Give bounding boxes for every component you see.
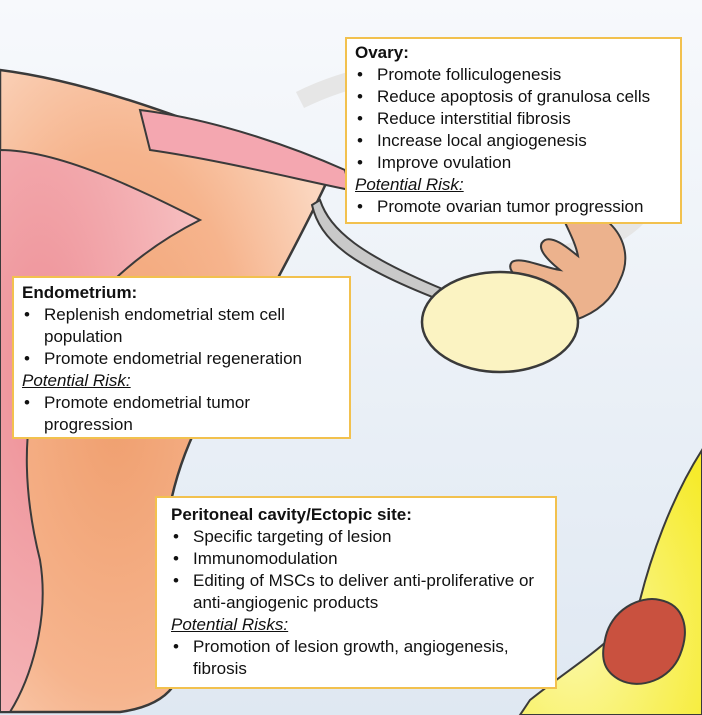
peritoneal-benefit-item: Editing of MSCs to deliver anti-prolifer… [171, 570, 541, 614]
ovary-risk-item: Promote ovarian tumor progression [355, 196, 672, 218]
ovary-benefit-item: Improve ovulation [355, 152, 672, 174]
peritoneal-risk-list: Promotion of lesion growth, angiogenesis… [171, 636, 541, 680]
endometrium-risk-list: Promote endometrial tumor progression [22, 392, 341, 436]
ovary-title: Ovary: [355, 43, 409, 62]
ovary [420, 270, 580, 374]
endometrium-benefit-item: Promote endometrial regeneration [22, 348, 341, 370]
ovary-risk-list: Promote ovarian tumor progression [355, 196, 672, 218]
ovary-risk-label: Potential Risk: [355, 175, 464, 194]
peritoneal-title: Peritoneal cavity/Ectopic site: [171, 505, 412, 524]
peritoneal-benefits-list: Specific targeting of lesion Immunomodul… [171, 526, 541, 614]
endometrium-title: Endometrium: [22, 283, 138, 302]
ovary-benefit-item: Reduce interstitial fibrosis [355, 108, 672, 130]
ectopic-lesion [602, 598, 686, 685]
peritoneal-risk-label: Potential Risks: [171, 615, 289, 634]
peritoneal-benefit-item: Specific targeting of lesion [171, 526, 541, 548]
endometrium-risk-item: Promote endometrial tumor progression [22, 392, 341, 436]
ovary-benefits-list: Promote folliculogenesis Reduce apoptosi… [355, 64, 672, 174]
endometrium-benefits-list: Replenish endometrial stem cell populati… [22, 304, 341, 370]
peritoneal-benefit-item: Immunomodulation [171, 548, 541, 570]
ovary-benefit-item: Increase local angiogenesis [355, 130, 672, 152]
endometrium-risk-label: Potential Risk: [22, 371, 131, 390]
peritoneal-callout: Peritoneal cavity/Ectopic site: Specific… [155, 496, 557, 689]
ovary-callout: Ovary: Promote folliculogenesis Reduce a… [345, 37, 682, 224]
peritoneal-risk-item: Promotion of lesion growth, angiogenesis… [171, 636, 541, 680]
endometrium-benefit-item: Replenish endometrial stem cell populati… [22, 304, 341, 348]
endometrium-callout: Endometrium: Replenish endometrial stem … [12, 276, 351, 439]
ovary-benefit-item: Promote folliculogenesis [355, 64, 672, 86]
ovary-benefit-item: Reduce apoptosis of granulosa cells [355, 86, 672, 108]
